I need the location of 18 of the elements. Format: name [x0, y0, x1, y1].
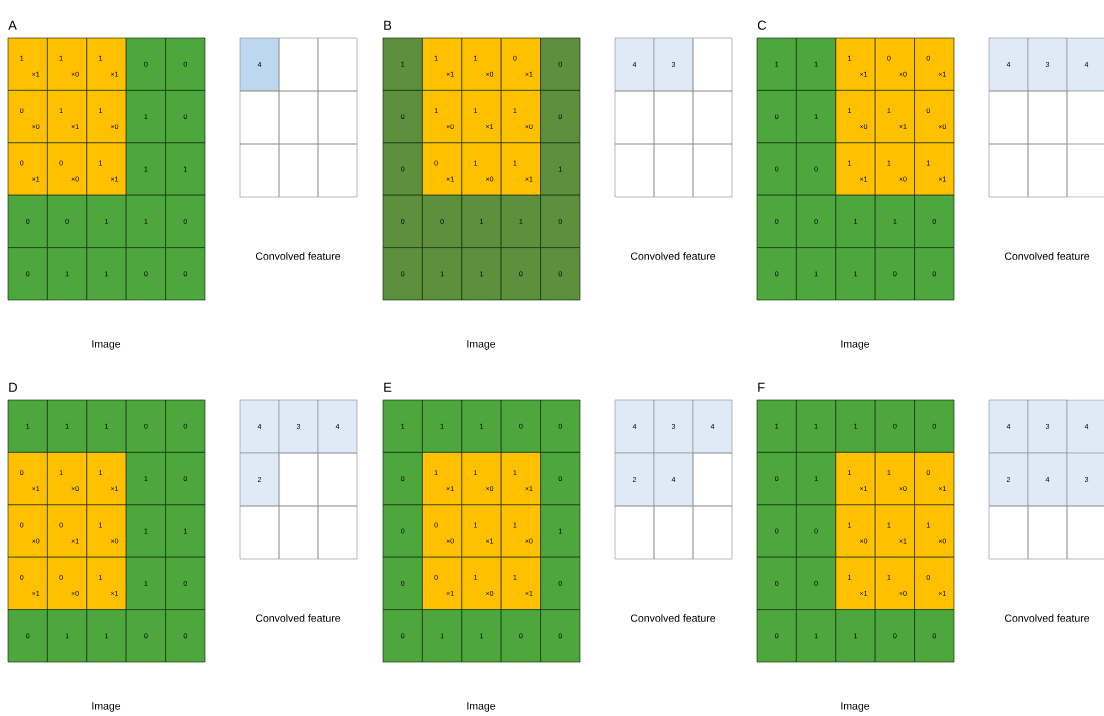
caption: Convolved feature: [630, 614, 716, 622]
caption: Convolved feature: [255, 614, 341, 622]
caption: Convolved feature: [1004, 614, 1090, 622]
panel-letter: E: [384, 382, 392, 392]
caption: Image: [467, 702, 496, 712]
panel-letter: B: [384, 20, 392, 30]
panel-letter: F: [758, 382, 765, 392]
caption: Image: [92, 340, 121, 350]
panel-letter: D: [9, 382, 17, 392]
caption: Convolved feature: [1004, 252, 1090, 260]
caption: Image: [841, 702, 870, 712]
panel-letter: A: [8, 20, 17, 30]
caption: Image: [841, 340, 870, 350]
panel-letter: C: [757, 20, 767, 30]
caption: Convolved feature: [630, 252, 716, 260]
caption: Convolved feature: [255, 252, 341, 260]
caption: Image: [92, 702, 121, 712]
caption: Image: [467, 340, 496, 350]
